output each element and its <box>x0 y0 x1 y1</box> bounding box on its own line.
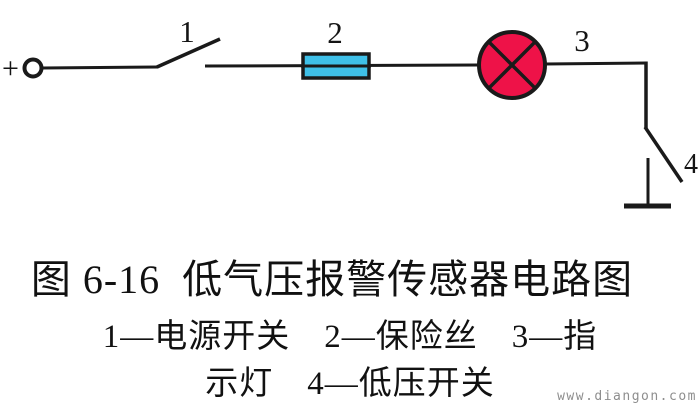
figure-legend-line-2: 示灯 4—低压开关 <box>205 366 495 402</box>
positive-terminal-label: + <box>2 52 19 85</box>
switch4-label: 4 <box>684 149 698 180</box>
wire-left <box>41 65 159 70</box>
lamp-label: 3 <box>574 23 590 58</box>
positive-terminal-circle <box>22 57 44 79</box>
figure-caption: 图 6-16 低气压报警传感器电路图 <box>30 257 634 302</box>
figure-legend-line-1: 1—电源开关 2—保险丝 3—指 <box>102 319 598 355</box>
circuit-labels: + 1 2 3 4 <box>2 14 698 180</box>
switch4-blade <box>643 126 684 183</box>
switch1-blade <box>156 37 221 69</box>
watermark-text: www.diangon.com <box>557 389 697 404</box>
lamp-cross-line-2 <box>487 40 537 90</box>
wire-right <box>544 61 648 66</box>
circuit-wires <box>22 30 684 209</box>
fuse-label: 2 <box>327 15 343 50</box>
switch1-label: 1 <box>179 14 195 49</box>
circuit-diagram: + 1 2 3 4 <box>2 14 698 209</box>
